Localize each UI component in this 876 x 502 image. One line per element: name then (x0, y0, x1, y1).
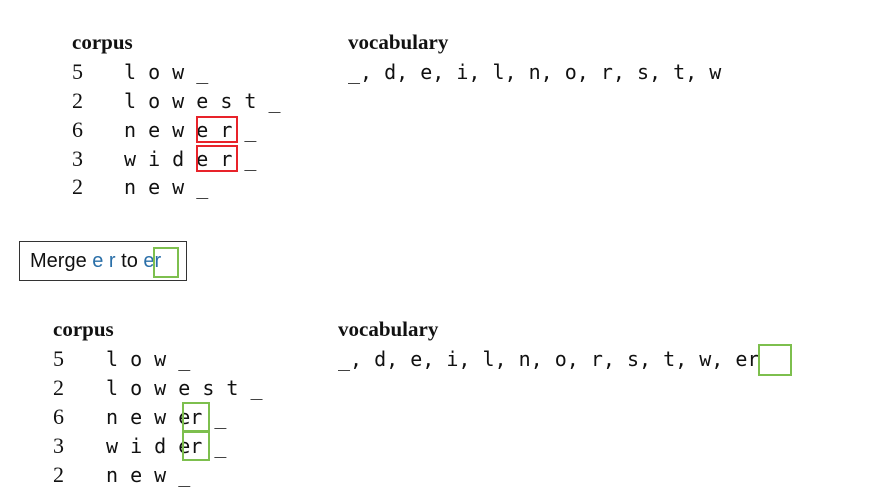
vocabulary-before: _, d, e, i, l, n, o, r, s, t, w (348, 60, 722, 84)
highlight-er-before-wider (196, 145, 238, 172)
token-row-before-2: l o w e s t _ (124, 89, 281, 113)
corpus-header-after: corpus (53, 317, 114, 341)
token-row-after-1: l o w _ (106, 347, 191, 371)
token-row-after-2: l o w e s t _ (106, 376, 263, 400)
count-after-2: 2 (53, 375, 64, 400)
count-after-1: 5 (53, 346, 64, 371)
merge-step-text: Merge e r to er (30, 250, 161, 273)
merge-step-box (19, 241, 187, 281)
highlight-er-after-newer (182, 402, 210, 432)
token-row-before-1: l o w _ (124, 60, 209, 84)
vocabulary-new-token: er (735, 347, 760, 371)
token-row-before-5: n e w _ (124, 175, 209, 199)
highlight-er-before-newer (196, 116, 238, 143)
merge-result: er (143, 250, 162, 272)
corpus-header-before: corpus (72, 30, 133, 54)
merge-pair: e r (92, 250, 116, 272)
merge-middle: to (115, 250, 144, 272)
count-before-3: 6 (72, 117, 83, 142)
count-before-5: 2 (72, 174, 83, 199)
count-after-4: 3 (53, 433, 64, 458)
token-row-before-3: n e w e r _ (124, 118, 257, 142)
count-before-2: 2 (72, 88, 83, 113)
count-before-4: 3 (72, 146, 83, 171)
count-after-5: 2 (53, 462, 64, 487)
merge-prefix: Merge (30, 250, 93, 272)
vocabulary-header-after: vocabulary (338, 317, 439, 341)
vocabulary-header-before: vocabulary (348, 30, 449, 54)
count-before-1: 5 (72, 59, 83, 84)
token-row-before-4: w i d e r _ (124, 147, 257, 171)
count-after-3: 6 (53, 404, 64, 429)
highlight-merge-result (153, 247, 179, 278)
highlight-er-after-wider (182, 431, 210, 461)
vocabulary-after: _, d, e, i, l, n, o, r, s, t, w, er (338, 347, 760, 371)
token-row-after-5: n e w _ (106, 463, 191, 487)
highlight-er-vocabulary (758, 344, 792, 376)
